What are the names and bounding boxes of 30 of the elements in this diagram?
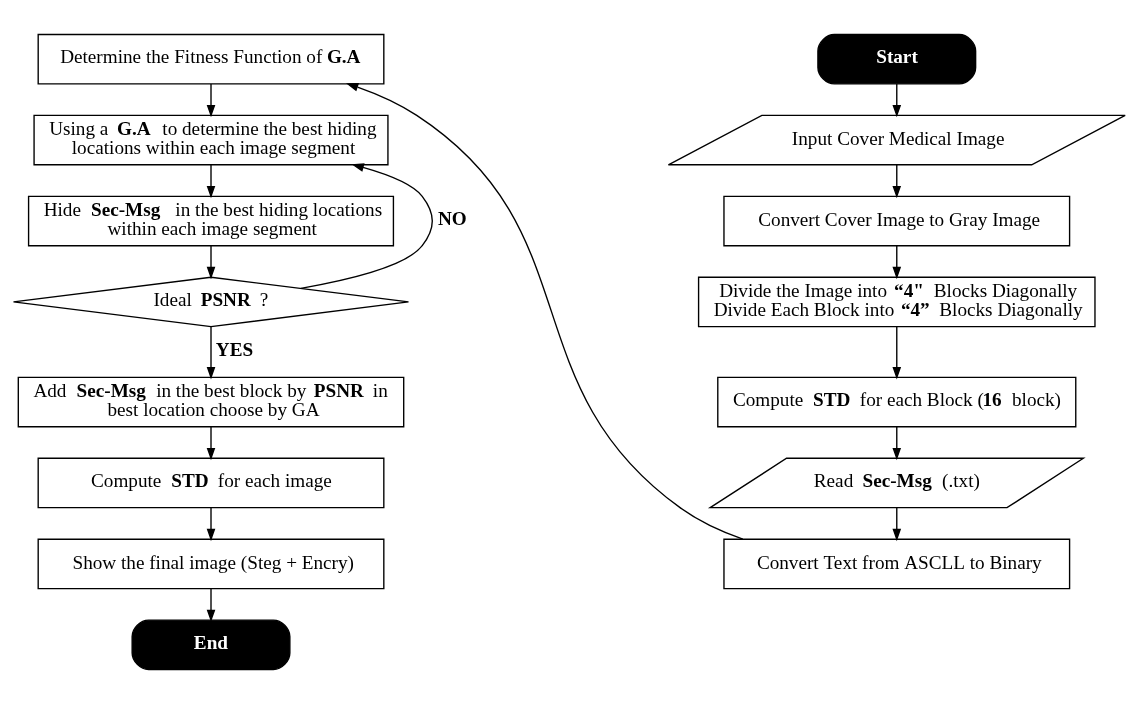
arrow [206,426,216,461]
node-box: Add Sec-Msg in the best block by PSNR in best location choose by GA [17,376,405,428]
node-box: Using a G.A to determine the best hiding locations within each image segment [33,114,389,166]
node-box: Convert Cover Image to Gray Image [723,195,1071,247]
node-box: Convert Text from ASCLL to Binary [723,538,1071,590]
arrow [892,326,902,380]
edge-label: YES [215,338,254,360]
edge-label: NO [437,207,467,229]
arrow [892,507,902,542]
node-box: Determine the Fitness Function of G.A [37,33,385,85]
arrow [206,245,216,280]
arrow [892,426,902,461]
arrow [892,245,902,280]
node-box: Divide the Image into “4" Blocks Diagonally Divide Each Block into “4” Blocks Diagonally [697,276,1096,328]
arrow [206,588,216,623]
arrow [206,326,216,380]
arrow [206,83,216,118]
arrow [300,163,433,290]
arrow [346,83,744,540]
node-box: Start [817,33,977,85]
node-box: End [131,619,291,671]
arrow [206,507,216,542]
node-box: Compute STD for each image [37,457,385,509]
node-box: Hide Sec-Msg in the best hiding locations within each image segment [27,195,395,247]
arrow [892,83,902,118]
node-diamond: Ideal PSNR ? [12,276,410,328]
node-box: Show the final image (Steg + Encry) [37,538,385,590]
arrow [206,164,216,199]
arrow [892,164,902,199]
node-box: Compute STD for each Block (16 block) [717,376,1077,428]
